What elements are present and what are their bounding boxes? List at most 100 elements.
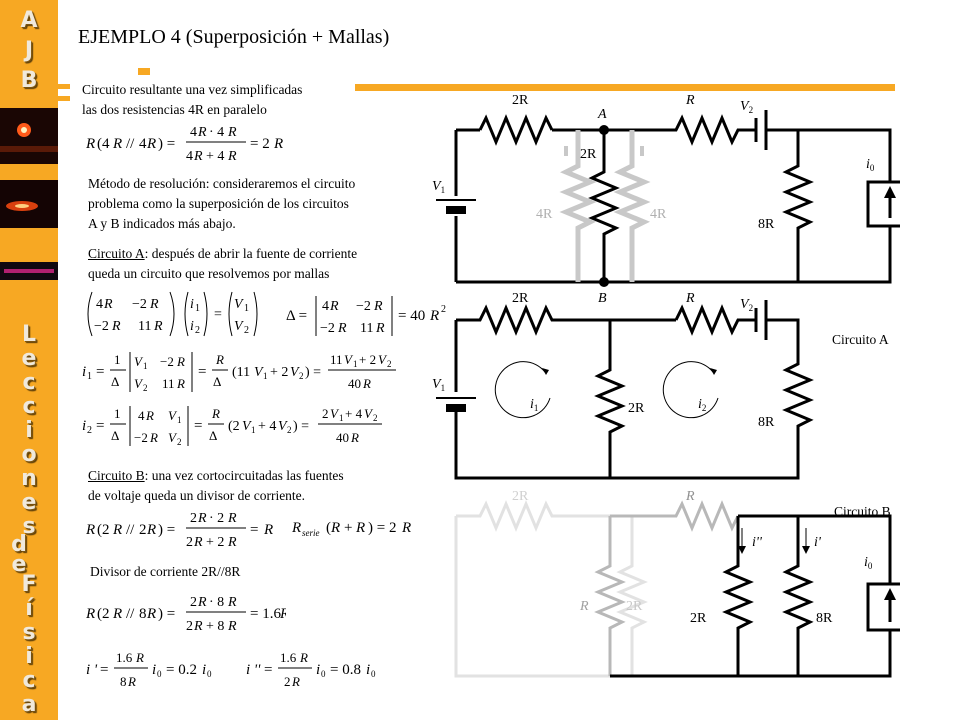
svg-text:i: i: [82, 364, 86, 380]
svg-text:R: R: [112, 606, 122, 622]
label-i0: i: [866, 157, 870, 172]
circuito-b-line: : una vez cortocircuitadas las fuentes: [144, 468, 344, 483]
svg-text:1: 1: [87, 371, 92, 382]
svg-text:i: i: [82, 418, 86, 434]
sidebar-letter: e: [21, 490, 37, 515]
svg-text:1: 1: [251, 425, 256, 435]
svg-text:R: R: [685, 93, 695, 108]
svg-text:−2: −2: [94, 319, 109, 334]
svg-text:V: V: [330, 406, 340, 421]
circuito-a-line: queda un circuito que resolvemos por mal…: [88, 266, 330, 281]
svg-text:) =: ) =: [158, 136, 175, 152]
svg-text:V2: V2: [740, 297, 753, 313]
svg-text://: //: [126, 522, 135, 538]
svg-text:2R: 2R: [628, 401, 645, 416]
svg-text:R: R: [329, 299, 339, 314]
label-2r: 2R: [580, 147, 597, 162]
svg-text:8R: 8R: [758, 217, 775, 232]
svg-text:11: 11: [330, 352, 343, 367]
sidebar-letter: d: [11, 532, 27, 557]
sidebar-letter: a: [21, 692, 37, 717]
sidebar-letter: s: [22, 620, 36, 645]
sidebar-letter: s: [22, 514, 36, 539]
svg-text:1: 1: [143, 361, 148, 371]
svg-text:2: 2: [87, 425, 92, 436]
svg-text:R: R: [176, 376, 185, 391]
svg-text:i: i: [190, 319, 194, 334]
decorative-bar: [138, 68, 150, 75]
svg-text:i2: i2: [698, 397, 706, 413]
svg-text:R: R: [193, 535, 203, 550]
svg-text:=: =: [96, 418, 104, 434]
svg-text:2: 2: [284, 674, 291, 689]
svg-text:−2: −2: [160, 354, 174, 369]
circuito-a-line: : después de abrir la fuente de corrient…: [144, 246, 358, 261]
svg-text:V1: V1: [432, 377, 445, 393]
svg-text:i: i: [316, 662, 320, 678]
svg-text:4: 4: [190, 125, 197, 140]
svg-text:0: 0: [157, 669, 162, 679]
sidebar-letter: F: [21, 572, 37, 597]
svg-text:=: =: [198, 364, 206, 380]
label-8r: 8R: [758, 415, 775, 430]
svg-text:11: 11: [138, 319, 151, 334]
svg-text:2: 2: [195, 325, 200, 336]
svg-text:V: V: [378, 352, 388, 367]
circuit-original: 2R R A B 2R 4R 4R 8R V1 V2 i0: [432, 93, 900, 306]
svg-text:R: R: [337, 321, 347, 336]
svg-text:+ 8: + 8: [206, 619, 224, 634]
svg-text:2: 2: [299, 371, 304, 381]
sidebar: A J B L e c c i o n e s d e F í s i c a: [0, 0, 58, 720]
sidebar-letter: e: [21, 346, 37, 371]
svg-text:2: 2: [177, 437, 182, 447]
label-4r: 4R: [650, 207, 667, 222]
svg-text:R: R: [146, 522, 156, 538]
divisor-label: Divisor de corriente 2R//8R: [90, 564, 241, 579]
svg-text:2: 2: [190, 595, 197, 610]
svg-text:2R: 2R: [512, 489, 529, 504]
circuito-b-text: Circuito B: una vez cortocircuitadas las…: [88, 466, 344, 506]
circuit-b: 2R R R 2R 2R 8R i'' i' i0: [454, 489, 900, 678]
svg-text:R: R: [362, 376, 371, 391]
svg-text:4: 4: [138, 408, 145, 423]
svg-text:4: 4: [322, 299, 329, 314]
svg-text:Δ: Δ: [213, 374, 221, 389]
svg-text:(2: (2: [97, 606, 110, 622]
intro-line: las dos resistencias 4R en paralelo: [82, 102, 267, 117]
svg-text:R: R: [227, 619, 237, 634]
svg-text:4: 4: [139, 136, 147, 152]
svg-text:1: 1: [195, 303, 200, 314]
svg-text:· 8: · 8: [209, 595, 224, 610]
label-node-a: A: [597, 107, 607, 122]
svg-text:i1: i1: [530, 397, 538, 413]
svg-text:= 40: = 40: [398, 308, 425, 324]
svg-text:(: (: [326, 520, 331, 536]
svg-text:2: 2: [244, 325, 249, 336]
sidebar-photo: [0, 262, 58, 280]
svg-text:R: R: [273, 136, 283, 152]
sidebar-letter: A: [20, 8, 38, 33]
sidebar-letter: J: [24, 38, 34, 63]
svg-text:R: R: [429, 308, 439, 324]
svg-text:R: R: [279, 606, 286, 622]
svg-text:=: =: [250, 522, 258, 538]
svg-text:R: R: [685, 489, 695, 504]
label-2r: 2R: [626, 599, 643, 614]
svg-text:+: +: [344, 520, 352, 536]
svg-text:R: R: [86, 522, 95, 538]
svg-text:R: R: [401, 520, 411, 536]
svg-text:) =: ) =: [158, 522, 175, 538]
svg-text:V: V: [168, 430, 178, 445]
sidebar-letter: c: [22, 370, 36, 395]
label-r: R: [685, 489, 695, 504]
svg-text:2: 2: [186, 619, 193, 634]
label-i2: i: [698, 397, 702, 412]
svg-text:R: R: [86, 136, 95, 152]
label-8r: 8R: [758, 217, 775, 232]
svg-text:R: R: [373, 299, 383, 314]
svg-text:R: R: [146, 136, 156, 152]
svg-text:V: V: [234, 319, 244, 334]
